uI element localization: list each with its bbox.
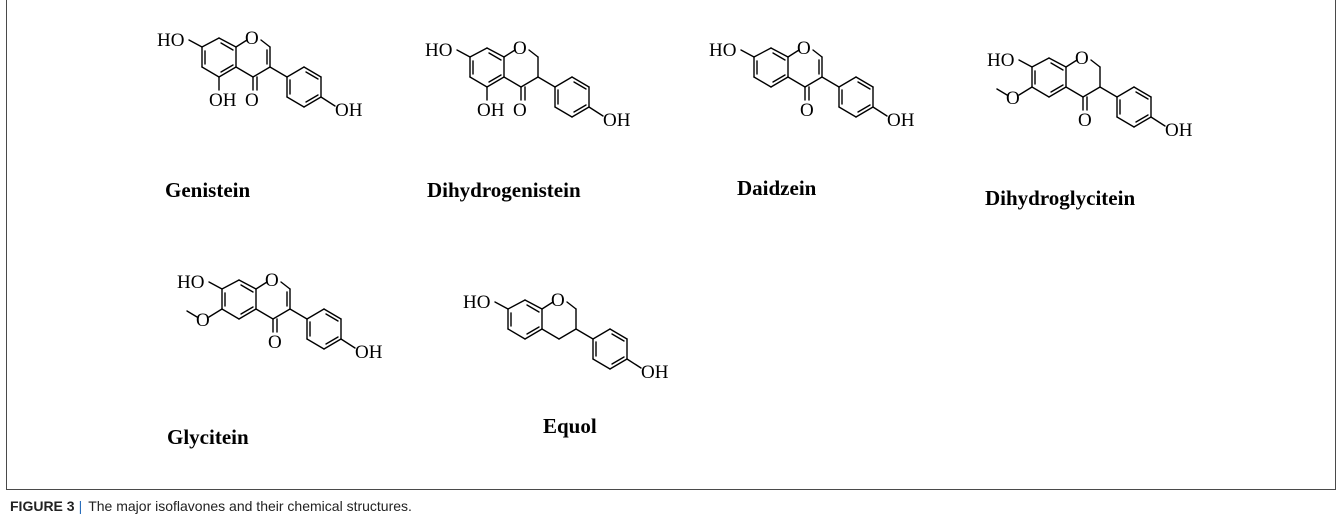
c-ring	[186, 281, 291, 333]
ring-oxygen-label: O	[1075, 48, 1089, 69]
ho-label: HO	[709, 40, 736, 61]
figure-label: FIGURE 3	[10, 498, 75, 514]
b-ring	[821, 76, 888, 118]
compound-name-daidzein: Daidzein	[737, 176, 817, 200]
a-ring	[469, 47, 505, 88]
phenyl-oh-label: OH	[641, 362, 669, 383]
caption-separator: |	[78, 498, 83, 514]
c-ring	[494, 301, 577, 340]
methoxy-oxygen-label: O	[1006, 88, 1020, 109]
ring-oxygen-label: O	[513, 38, 527, 59]
phenyl-oh-label: OH	[1165, 120, 1193, 141]
compound-name-dihydrogenistein: Dihydrogenistein	[427, 178, 581, 202]
figure-caption: FIGURE 3| The major isoflavones and their…	[10, 498, 412, 514]
keto-oxygen-label: O	[268, 332, 282, 353]
keto-oxygen-label: O	[800, 100, 814, 121]
a-ring	[221, 279, 257, 320]
ho-label: HO	[177, 272, 204, 293]
keto-oxygen-label: O	[513, 100, 527, 121]
c-ring	[740, 49, 823, 101]
phenyl-oh-label: OH	[603, 110, 631, 131]
dihydrogenistein-structure: HO O OH O OH	[425, 38, 631, 131]
c-ring	[456, 49, 539, 101]
ring-oxygen-label: O	[551, 290, 565, 311]
ho-label: HO	[157, 30, 184, 51]
c-ring	[188, 39, 271, 91]
b-ring	[575, 328, 642, 370]
oh5-label: OH	[209, 90, 237, 111]
keto-oxygen-label: O	[1078, 110, 1092, 131]
ring-oxygen-label: O	[265, 270, 279, 291]
figure-frame: HO O OH O OH Genistein HO	[6, 0, 1336, 490]
ho-label: HO	[463, 292, 490, 313]
phenyl-oh-label: OH	[355, 342, 383, 363]
dihydroglycitein-structure: HO O O O OH	[987, 48, 1193, 141]
ring-oxygen-label: O	[245, 28, 259, 49]
ho-label: HO	[425, 40, 452, 61]
phenyl-oh-label: OH	[335, 100, 363, 121]
oh5-label: OH	[477, 100, 505, 121]
daidzein-structure: HO O O OH	[709, 38, 915, 131]
keto-oxygen-label: O	[245, 90, 259, 111]
b-ring	[537, 76, 604, 118]
genistein-structure: HO O OH O OH	[157, 28, 363, 121]
a-ring	[201, 37, 237, 78]
caption-text: The major isoflavones and their chemical…	[88, 498, 412, 514]
phenyl-oh-label: OH	[887, 110, 915, 131]
compound-name-dihydroglycitein: Dihydroglycitein	[985, 186, 1136, 210]
compound-name-equol: Equol	[543, 414, 597, 438]
methoxy-oxygen-label: O	[196, 310, 210, 331]
a-ring	[753, 47, 789, 88]
b-ring	[1099, 86, 1166, 128]
ho-label: HO	[987, 50, 1014, 71]
glycitein-structure: HO O O O OH	[177, 270, 383, 363]
b-ring	[269, 66, 336, 108]
b-ring	[289, 308, 356, 350]
c-ring	[996, 59, 1101, 111]
a-ring	[507, 299, 543, 340]
compound-name-glycitein: Glycitein	[167, 425, 249, 449]
compound-name-genistein: Genistein	[165, 178, 251, 202]
a-ring	[1031, 57, 1067, 98]
ring-oxygen-label: O	[797, 38, 811, 59]
equol-structure: HO O OH	[463, 290, 669, 383]
